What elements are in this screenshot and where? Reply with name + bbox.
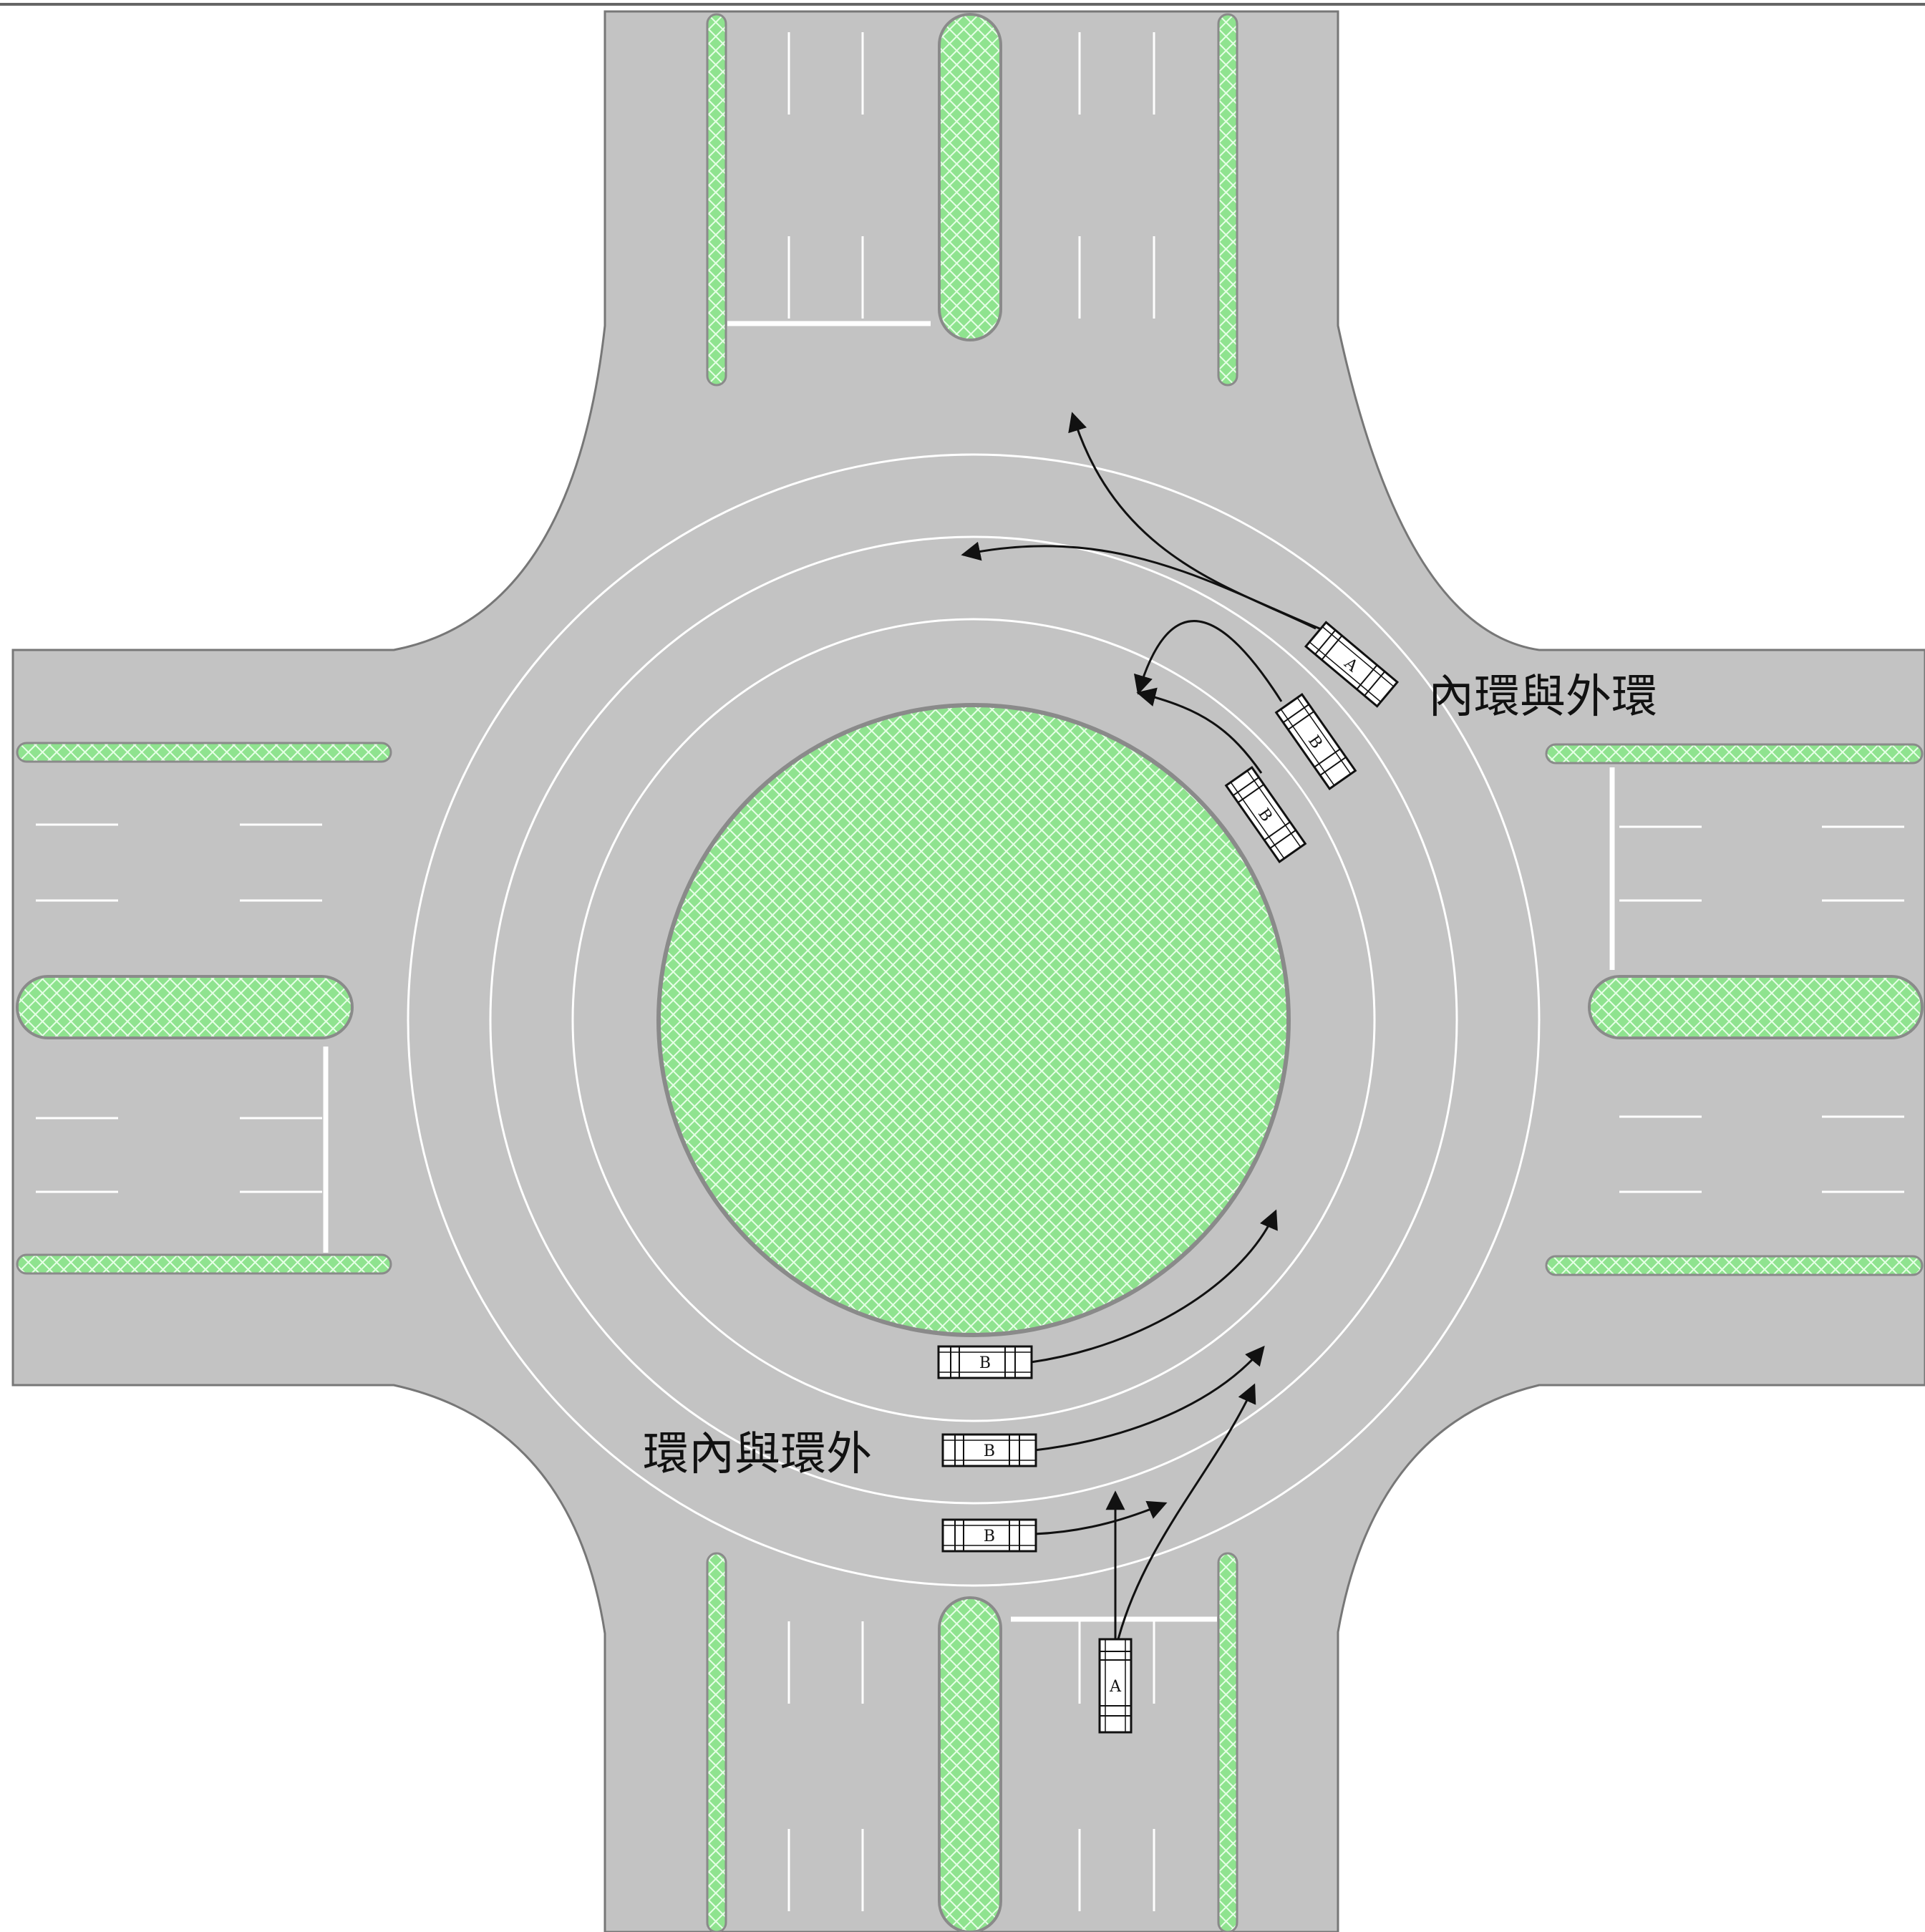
central-island [656,703,1291,1337]
vehicle-label: B [984,1528,995,1545]
vehicle-b-inner-ne: B [1225,766,1306,863]
east-approach [1545,743,1924,1276]
movement-arrows [961,412,1324,1640]
north-right-edge-strip [1217,13,1238,387]
arrow-a-right [1117,1383,1256,1640]
north-median-island [938,13,1002,341]
north-left-edge-strip [706,13,727,387]
west-median-island [16,975,354,1039]
south-lane-dashes [787,1621,1155,1911]
outer-ring-line [407,453,1541,1587]
north-approach [706,13,1238,387]
arrow-b-outer-ne [961,541,1324,631]
west-approach [16,742,392,1275]
vehicle-b-inner-s: B [937,1345,1033,1379]
vehicle-b-middle-s: B [941,1433,1037,1467]
arrow-b-inner-ne [1136,687,1263,774]
label-inside-and-outside-ring: 環內與環外 [643,1428,872,1481]
label-inner-and-outer-ring: 內環與外環 [1428,671,1657,724]
east-bottom-edge-strip [1545,1255,1924,1276]
arrow-b-middle-s [1034,1345,1265,1452]
arrow-b-inner-s [1030,1209,1278,1364]
arrow-b-middle-ne [1134,620,1283,702]
south-approach [706,1552,1238,1932]
vehicle-b-middle-ne: B [1275,693,1357,790]
vehicle-label: A [1109,1678,1122,1696]
east-median-island [1588,975,1924,1039]
arrow-b-outer-s [1034,1500,1168,1535]
vehicle-label: B [979,1354,991,1372]
east-lane-dashes [1619,825,1904,1193]
north-lane-dashes [787,32,1155,319]
middle-ring-line [489,535,1458,1505]
west-top-edge-strip [16,742,392,763]
vehicle-a-roundabout: A [1304,621,1399,708]
south-right-edge-strip [1217,1552,1238,1932]
vehicle-b-outer-s: B [941,1518,1037,1553]
west-bottom-edge-strip [16,1253,392,1275]
south-median-island [938,1596,1002,1932]
west-lane-dashes [36,823,322,1193]
vehicle-a-south: A [1098,1638,1133,1734]
south-left-edge-strip [706,1552,727,1932]
inner-ring-line [571,618,1376,1422]
vehicle-label: B [984,1442,995,1460]
east-top-edge-strip [1545,743,1924,764]
